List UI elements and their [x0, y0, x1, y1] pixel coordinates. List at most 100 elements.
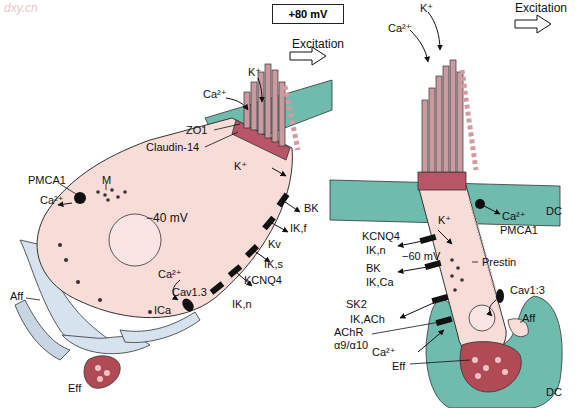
part-label: DC: [546, 386, 562, 398]
illustration-circle: [469, 305, 495, 331]
illustration-rect: [272, 70, 278, 142]
illustration-path: [515, 15, 551, 33]
illustration-g: [472, 357, 508, 379]
illustration-circle: [453, 288, 457, 292]
part-label: α9/α10: [334, 339, 368, 351]
illustration-circle: [98, 298, 102, 302]
part-label: Eff: [68, 382, 81, 394]
part-label: BK: [304, 202, 319, 214]
illustration-circle: [110, 188, 114, 192]
illustration-path: [226, 98, 248, 110]
illustration-path: [282, 200, 300, 212]
illustration-rect: [265, 64, 271, 138]
illustration-circle: [450, 274, 454, 278]
deiters-cell: [426, 296, 562, 408]
part-label: Cav1:3: [510, 284, 545, 296]
part-label: K⁺: [248, 66, 261, 78]
part-label: Ca²⁺: [372, 346, 396, 358]
illustration-line: [470, 200, 500, 308]
outer-hair-cell: [418, 185, 506, 357]
illustration-ellipse: [180, 296, 196, 313]
inner-hair-cell: [37, 118, 292, 318]
part-label: K⁺: [234, 160, 247, 172]
illustration-circle: [450, 258, 454, 262]
part-label: Excitation: [292, 38, 344, 50]
illustration-circle: [64, 258, 68, 262]
illustration-path: [428, 12, 440, 50]
part-label: IK,n: [232, 298, 252, 310]
illustration-line: [410, 360, 470, 364]
illustration-circle: [483, 365, 489, 371]
part-label: Excitation: [515, 2, 567, 14]
illustration-line: [26, 298, 40, 300]
part-label: Aff: [522, 312, 535, 324]
illustration-circle: [495, 357, 501, 363]
illustration-rect: [277, 193, 290, 208]
efferent-terminal: [84, 356, 120, 388]
illustration-g: [450, 258, 464, 292]
illustration-rect: [436, 76, 442, 172]
part-label: Eff: [392, 360, 405, 372]
part-label: K⁺: [438, 214, 451, 226]
part-label: IK,s: [264, 258, 283, 270]
part-label: Prestin: [482, 256, 516, 268]
part-label: SK2: [346, 298, 367, 310]
part-label: PMCA1: [500, 224, 538, 236]
illustration-circle: [76, 280, 80, 284]
illustration-circle: [502, 369, 508, 375]
part-label: IK,n: [366, 244, 386, 256]
illustration-g: [372, 262, 522, 364]
part-label: BK: [366, 262, 381, 274]
part-label: IK,ACh: [350, 313, 385, 325]
illustration-line: [285, 86, 298, 150]
illustration-g: [96, 188, 127, 202]
illustration-rect: [245, 244, 259, 258]
part-label: IK,Ca: [366, 276, 394, 288]
part-label: KCNQ4: [362, 230, 400, 242]
illustration-circle: [95, 365, 101, 371]
illustration-path: [484, 206, 500, 214]
illustration-g: [58, 78, 300, 300]
illustration-path: [410, 30, 428, 62]
illustration-circle: [104, 370, 110, 376]
illustration-rect: [251, 82, 257, 130]
illustration-path: [398, 266, 433, 272]
illustration-path: [398, 240, 428, 246]
illustration-line: [214, 124, 240, 130]
illustration-line: [205, 132, 238, 147]
illustration-circle: [97, 376, 103, 382]
illustration-rect: [262, 216, 276, 231]
illustration-circle: [148, 310, 152, 314]
part-label: M: [102, 174, 111, 186]
part-label: Ca²⁺: [502, 210, 526, 222]
illustration-rect: [443, 66, 449, 172]
part-label: −60 mV: [402, 250, 440, 262]
voltage-box: +80 mV: [272, 4, 344, 24]
illustration-rect: [244, 92, 250, 128]
part-label: AChR: [334, 326, 363, 338]
part-label: Cav1.3: [172, 286, 207, 298]
illustration-rect: [422, 100, 428, 172]
illustration-path: [272, 168, 286, 176]
part-label: PMCA1: [28, 174, 66, 186]
illustration-rect: [435, 316, 452, 326]
part-label: Ca²⁺: [203, 88, 227, 100]
illustration-circle: [116, 195, 120, 199]
illustration-path: [438, 230, 452, 244]
part-label: DC: [546, 205, 562, 217]
illustration-path: [15, 300, 70, 360]
part-label: Ca²⁺: [40, 194, 64, 206]
illustration-circle: [58, 243, 62, 247]
illustration-g: [58, 243, 152, 314]
illustration-circle: [96, 190, 100, 194]
illustration-path: [270, 222, 288, 232]
part-label: −40 mV: [146, 212, 188, 224]
illustration-path: [258, 78, 262, 102]
part-label: K⁺: [420, 2, 433, 14]
illustration-rect: [429, 88, 435, 172]
illustration-ellipse: [496, 289, 504, 303]
part-label: IK,f: [290, 222, 307, 234]
illustration-rect: [258, 72, 264, 134]
